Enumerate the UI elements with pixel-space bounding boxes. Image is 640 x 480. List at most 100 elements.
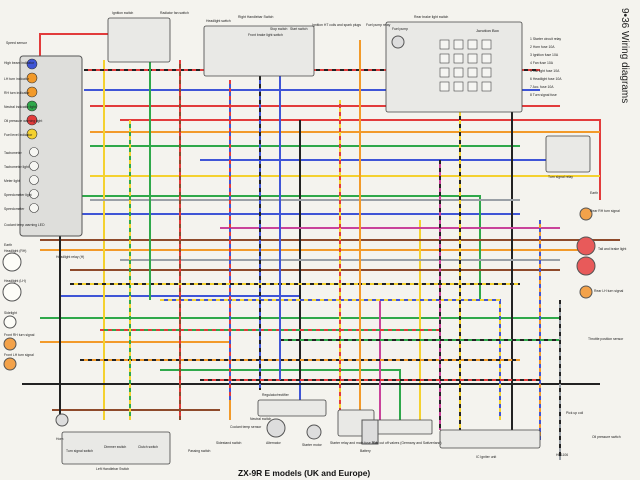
left-handlebar-switch <box>61 431 171 465</box>
label-stop-switch: Stop switch <box>270 27 287 31</box>
label-fuel-pump: Fuel pump <box>392 27 408 31</box>
label-headlight-lh: Headlight (LH) <box>4 279 26 283</box>
page-side-title: 9•36 Wiring diagrams <box>619 8 630 103</box>
fuse-icon <box>453 81 464 92</box>
headlight-lh-icon <box>2 282 22 302</box>
fuse-label: 1 Starter circuit relay <box>530 37 561 41</box>
label-ic-igniter: IC Igniter unit <box>476 455 496 459</box>
battery-icon <box>361 419 379 445</box>
label-reg-rect: Regulator/rectifier <box>262 393 290 397</box>
wire-harness <box>22 33 620 460</box>
rear-lh-turn-icon <box>579 285 593 299</box>
label-earth-left: Earth <box>4 243 12 247</box>
label-dimmer-switch: Dimmer switch <box>104 445 126 449</box>
label-lh-turn: LH turn indicator <box>4 77 30 81</box>
label-front-rh-turn: Front RH turn signal <box>4 333 35 337</box>
label-neutral-switch: Neutral switch <box>250 417 271 421</box>
instrument-lamps <box>26 58 39 213</box>
label-legend: HD1106 <box>556 453 568 457</box>
fuse-icon <box>439 67 450 78</box>
label-horn: Horn <box>56 437 63 441</box>
label-tachometer-light: Tachometer light <box>4 165 29 169</box>
fuse-icon <box>467 81 478 92</box>
label-junction-box: Junction Box <box>476 28 499 33</box>
indicator-lamp-icon <box>26 128 38 140</box>
label-pick-up-coil: Pick up coil <box>566 411 583 415</box>
label-rear-brake: Rear brake light switch <box>414 15 448 19</box>
front-lh-turn-icon <box>3 357 17 371</box>
fuse-icon <box>481 67 492 78</box>
indicator-lamp-icon <box>26 114 38 126</box>
gauge-lamp-icon <box>29 189 39 199</box>
gauge-lamp-icon <box>29 161 39 171</box>
fuse-icon <box>453 67 464 78</box>
label-turn-signal-switch: Turn signal switch <box>66 449 93 453</box>
label-speedometer-light: Speedometer light <box>4 193 32 197</box>
label-rear-rh-turn: Rear RH turn signal <box>590 209 620 213</box>
label-high-beam: High beam indicator <box>4 61 35 65</box>
brake-light-icon <box>576 256 596 276</box>
ic-igniter-unit <box>439 429 541 449</box>
headlight-rh-icon <box>2 252 22 272</box>
label-starter-motor: Starter motor <box>302 443 323 447</box>
fuse-icon <box>467 53 478 64</box>
ignition-switch <box>107 17 171 63</box>
fuse-label: 5 Tail light fuse 10A <box>530 69 560 73</box>
instrument-panel <box>19 55 83 237</box>
fuse-label: 2 Horn fuse 10A <box>530 45 555 49</box>
label-headlight-rh: Headlight (RH) <box>4 249 26 253</box>
label-rear-lh-turn: Rear LH turn signal <box>594 289 623 293</box>
label-meter-light: Meter light <box>4 179 20 183</box>
label-battery: Battery <box>360 449 371 453</box>
fuse-icon <box>439 39 450 50</box>
fuse-icon <box>481 81 492 92</box>
fuse-icons <box>439 39 492 92</box>
indicator-lamp-icon <box>26 58 38 70</box>
label-headlight-relay: Headlight relay (H) <box>56 255 84 259</box>
fuse-icon <box>481 39 492 50</box>
fuse-icon <box>453 39 464 50</box>
fuse-list: 1 Starter circuit relay 2 Horn fuse 10A 3 … <box>530 37 562 97</box>
sidelight-icon <box>3 315 17 329</box>
label-front-lh-turn: Front LH turn signal <box>4 353 34 357</box>
label-rh-switch: Right Handlebar Switch <box>238 15 274 19</box>
fuel-cut-valves <box>371 419 433 435</box>
label-start-switch: Start switch <box>290 27 308 31</box>
label-headlight-switch: Headlight switch <box>206 19 231 23</box>
label-front-brake: Front brake light switch <box>248 33 283 37</box>
label-coolant-temp: Coolant temp warning LED <box>4 223 45 227</box>
fuse-icon <box>453 53 464 64</box>
turn-signal-relay <box>545 135 591 173</box>
junction-box <box>385 21 523 113</box>
label-ignition-ht: Ignition HT coils and spark plugs <box>312 23 361 27</box>
tail-light-icon <box>576 236 596 256</box>
label-starter-relay: Starter relay and main fuse 30A <box>330 441 378 445</box>
fuse-icon <box>467 39 478 50</box>
wire <box>60 195 481 300</box>
fuse-icon <box>439 81 450 92</box>
fuse-icon <box>481 53 492 64</box>
fuse-label: 4 Fan fuse 10A <box>530 61 554 65</box>
gauge-lamp-icon <box>29 147 39 157</box>
label-passing-switch: Passing switch <box>188 449 211 453</box>
regulator-rectifier <box>257 399 327 417</box>
label-lh-switch: Left Handlebar Switch <box>96 467 129 471</box>
indicator-lamp-icon <box>26 100 38 112</box>
label-oil-pressure-switch: Oil pressure switch <box>592 435 621 439</box>
label-speedometer: Speedometer <box>4 207 25 211</box>
label-radiator-fan: Radiator fan switch <box>160 11 189 15</box>
label-sidestand-switch: Sidestand switch <box>216 441 242 445</box>
right-handlebar-switch <box>203 25 315 77</box>
label-fuel-pump-relay: Fuel pump relay <box>366 23 391 27</box>
front-rh-turn-icon <box>3 337 17 351</box>
alternator-icon <box>266 418 286 438</box>
fuse-label: 3 Ignition fuse 10A <box>530 53 559 57</box>
label-tail-brake: Tail and brake light <box>598 247 626 251</box>
fuse-icon <box>467 67 478 78</box>
label-sidelight: Sidelight <box>4 311 17 315</box>
fuse-label: 6 Headlight fuse 10A <box>530 77 562 81</box>
fuse-icon <box>439 53 450 64</box>
label-turn-relay: Turn signal relay <box>548 175 573 179</box>
